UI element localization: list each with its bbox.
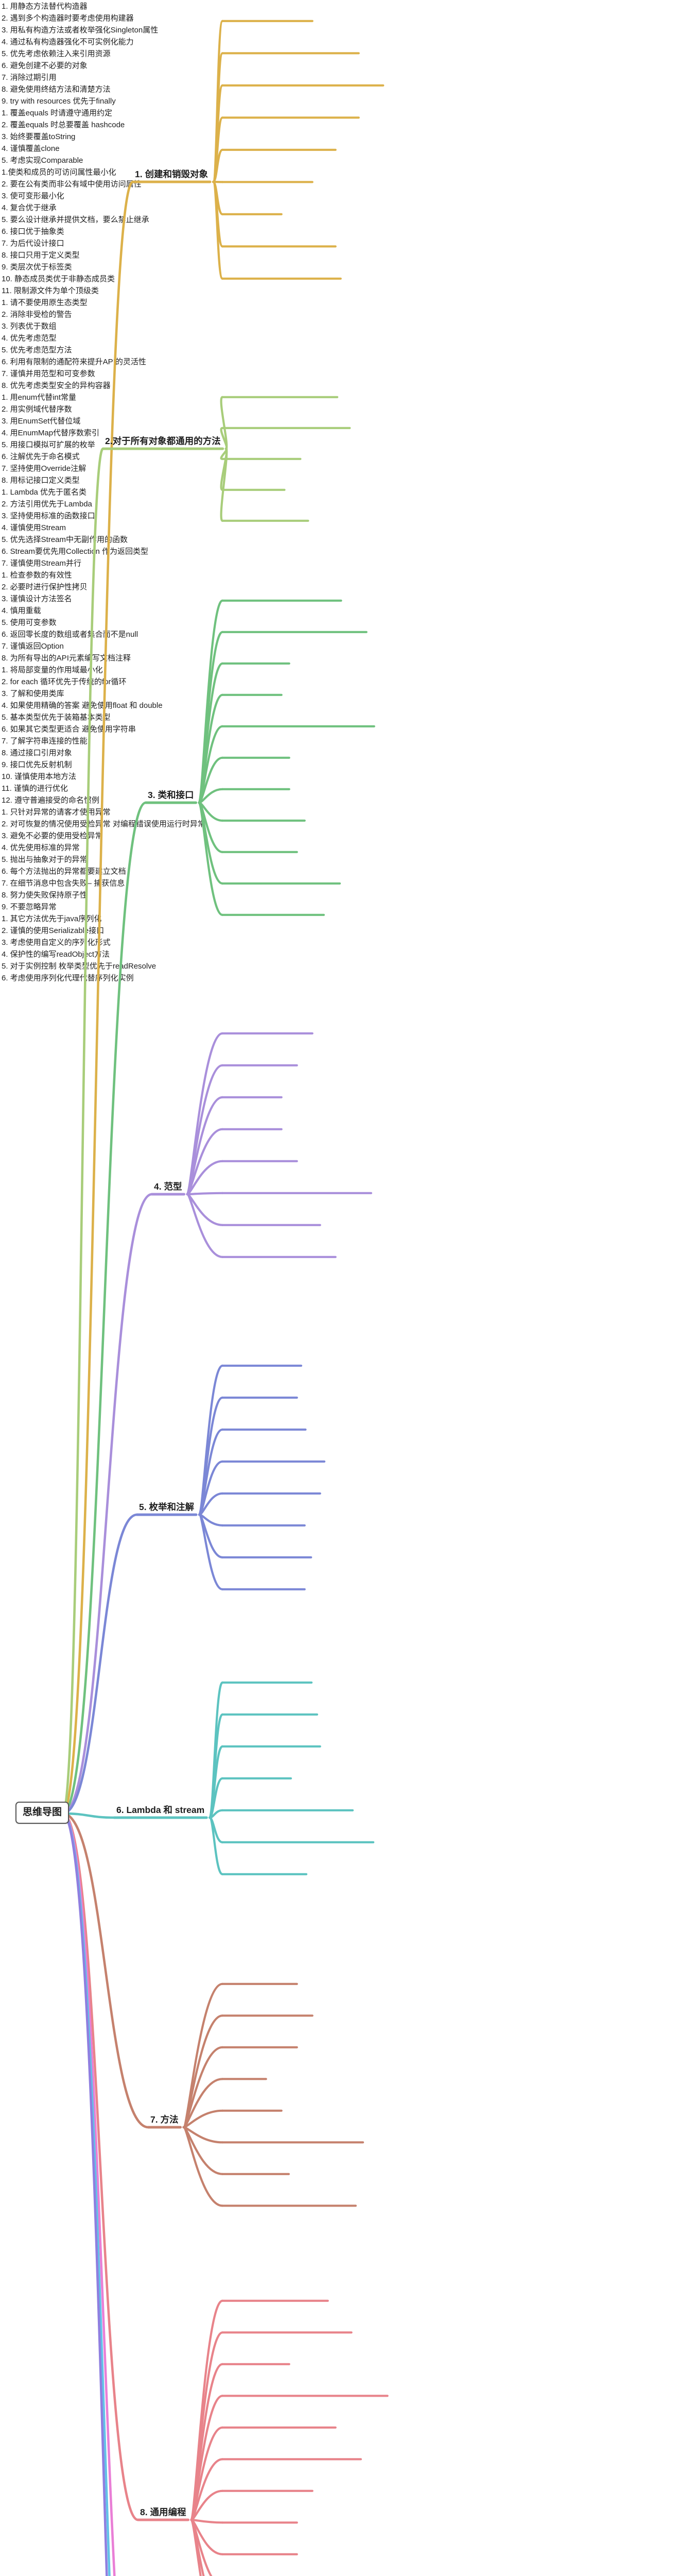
mindmap-leaf-enums-annotations-2[interactable]: 2. 用实例域代替序数	[2, 405, 72, 414]
mindmap-leaf-methods-5[interactable]: 5. 使用可变参数	[2, 618, 57, 627]
mindmap-branch-methods[interactable]: 7. 方法	[150, 2114, 179, 2125]
mindmap-leaf-exceptions-4[interactable]: 4. 优先使用标准的异常	[2, 843, 80, 852]
mindmap-nodes: 思维导图 1. 用静态方法替代构造器 2. 遇到多个构造器时要考虑使用构建器 3. 用…	[0, 0, 694, 2517]
mindmap-leaf-methods-3[interactable]: 3. 谨慎设计方法签名	[2, 595, 72, 603]
mindmap-leaf-common-methods-1[interactable]: 1. 覆盖equals 时请遵守通用约定	[2, 109, 113, 117]
mindmap-leaf-generics-2[interactable]: 2. 消除非受检的警告	[2, 310, 72, 319]
mindmap-leaf-classes-interfaces-3[interactable]: 3. 使可变形最小化	[2, 192, 64, 200]
mindmap-branch-common-methods[interactable]: 2.对于所有对象都通用的方法	[105, 436, 221, 446]
mindmap-branch-general-programming[interactable]: 8. 通用编程	[140, 2507, 186, 2517]
root-node[interactable]: 思维导图	[15, 1802, 70, 1824]
mindmap-branch-create-destroy[interactable]: 1. 创建和销毁对象	[135, 169, 208, 179]
mindmap-leaf-serialization-4[interactable]: 4. 保护性的编写readObject方法	[2, 950, 110, 959]
mindmap-leaf-lambda-stream-2[interactable]: 2. 方法引用优先于Lambda	[2, 500, 92, 509]
mindmap-leaf-generics-5[interactable]: 5. 优先考虑范型方法	[2, 346, 72, 354]
mindmap-leaf-methods-6[interactable]: 6. 返回零长度的数组或者集合而不是null	[2, 630, 138, 639]
mindmap-leaf-lambda-stream-5[interactable]: 5. 优先选择Stream中无副作用的函数	[2, 535, 128, 544]
mindmap-leaf-exceptions-7[interactable]: 7. 在细节消息中包含失败– 捕获信息	[2, 879, 125, 888]
mindmap-leaf-classes-interfaces-5[interactable]: 5. 要么设计继承并提供文档，要么禁止继承	[2, 215, 149, 224]
mindmap-leaf-classes-interfaces-11[interactable]: 11. 限制源文件为单个顶级类	[2, 286, 99, 295]
mindmap-leaf-generics-7[interactable]: 7. 谨慎并用范型和可变参数	[2, 369, 95, 378]
mindmap-leaf-general-programming-8[interactable]: 8. 通过接口引用对象	[2, 749, 72, 757]
mindmap-leaf-general-programming-9[interactable]: 9. 接口优先反射机制	[2, 760, 72, 769]
mindmap-leaf-enums-annotations-3[interactable]: 3. 用EnumSet代替位域	[2, 417, 81, 426]
mindmap-leaf-enums-annotations-1[interactable]: 1. 用enum代替int常量	[2, 393, 77, 402]
mindmap-leaf-methods-7[interactable]: 7. 谨慎返回Option	[2, 642, 64, 651]
mindmap-leaf-common-methods-3[interactable]: 3. 始终要覆盖toString	[2, 132, 76, 141]
mindmap-leaf-general-programming-4[interactable]: 4. 如果使用精确的答案 避免使用float 和 double	[2, 701, 163, 710]
mindmap-branch-lambda-stream[interactable]: 6. Lambda 和 stream	[116, 1805, 205, 1815]
mindmap-leaf-create-destroy-4[interactable]: 4. 通过私有构造器强化不可实例化能力	[2, 38, 134, 46]
mindmap-leaf-exceptions-9[interactable]: 9. 不要忽略异常	[2, 903, 57, 911]
mindmap-branch-enums-annotations[interactable]: 5. 枚举和注解	[139, 1502, 194, 1512]
mindmap-leaf-generics-8[interactable]: 8. 优先考虑类型安全的异构容器	[2, 381, 111, 390]
mindmap-leaf-enums-annotations-8[interactable]: 8. 用标记接口定义类型	[2, 476, 80, 485]
mindmap-leaf-general-programming-5[interactable]: 5. 基本类型优先于装箱基本类型	[2, 713, 111, 722]
mindmap-branch-generics[interactable]: 4. 范型	[154, 1181, 182, 1192]
mindmap-leaf-generics-3[interactable]: 3. 列表优于数组	[2, 322, 57, 331]
mindmap-leaf-methods-2[interactable]: 2. 必要时进行保护性拷贝	[2, 583, 88, 591]
mindmap-leaf-classes-interfaces-9[interactable]: 9. 类层次优于标签类	[2, 263, 72, 272]
mindmap-leaf-exceptions-3[interactable]: 3. 避免不必要的使用受检异常	[2, 832, 103, 840]
mindmap-leaf-common-methods-4[interactable]: 4. 谨慎覆盖clone	[2, 144, 60, 153]
mindmap-leaf-create-destroy-8[interactable]: 8. 避免使用终结方法和清楚方法	[2, 85, 111, 94]
mindmap-leaf-serialization-1[interactable]: 1. 其它方法优先于java序列化	[2, 914, 102, 923]
mindmap-leaf-create-destroy-9[interactable]: 9. try with resources 优先于finally	[2, 97, 116, 106]
mindmap-leaf-exceptions-8[interactable]: 8. 努力使失败保持原子性	[2, 891, 88, 900]
mindmap-leaf-lambda-stream-4[interactable]: 4. 谨慎使用Stream	[2, 523, 66, 532]
mindmap-leaf-classes-interfaces-10[interactable]: 10. 静态成员类优于非静态成员类	[2, 275, 115, 283]
mindmap-leaf-classes-interfaces-7[interactable]: 7. 为后代设计接口	[2, 239, 64, 248]
mindmap-leaf-create-destroy-1[interactable]: 1. 用静态方法替代构造器	[2, 2, 88, 11]
mindmap-leaf-classes-interfaces-2[interactable]: 2. 要在公有类而非公有域中使用访问属性	[2, 180, 142, 189]
mindmap-leaf-methods-8[interactable]: 8. 为所有导出的API元素编写文档注释	[2, 654, 131, 663]
mindmap-leaf-generics-4[interactable]: 4. 优先考虑范型	[2, 334, 57, 343]
mindmap-leaf-lambda-stream-1[interactable]: 1. Lambda 优先于匿名类	[2, 488, 87, 497]
mindmap-leaf-classes-interfaces-8[interactable]: 8. 接口只用于定义类型	[2, 251, 80, 260]
mindmap-leaf-enums-annotations-6[interactable]: 6. 注解优先于命名模式	[2, 452, 80, 461]
mindmap-branch-classes-interfaces[interactable]: 3. 类和接口	[148, 790, 194, 800]
mindmap-leaf-general-programming-12[interactable]: 12. 遵守普遍接受的命名惯例	[2, 796, 100, 805]
mindmap-leaf-create-destroy-3[interactable]: 3. 用私有构造方法或者枚举强化Singleton属性	[2, 26, 159, 35]
mindmap-leaf-serialization-2[interactable]: 2. 谨慎的使用Serializable接口	[2, 926, 105, 935]
mindmap-leaf-exceptions-1[interactable]: 1. 只针对异常的请客才使用异常	[2, 808, 111, 817]
mindmap-leaf-create-destroy-5[interactable]: 5. 优先考虑依赖注入来引用资源	[2, 49, 111, 58]
mindmap-leaf-general-programming-2[interactable]: 2. for each 循环优先于传统的for循环	[2, 677, 127, 686]
mindmap-leaf-create-destroy-7[interactable]: 7. 消除过期引用	[2, 73, 57, 82]
mindmap-leaf-common-methods-5[interactable]: 5. 考虑实现Comparable	[2, 156, 83, 165]
mindmap-leaf-classes-interfaces-4[interactable]: 4. 复合优于继承	[2, 204, 57, 212]
mindmap-leaf-serialization-3[interactable]: 3. 考虑使用自定义的序列化形式	[2, 938, 111, 947]
mindmap-leaf-lambda-stream-3[interactable]: 3. 坚持使用标准的函数接口	[2, 512, 95, 520]
mindmap-leaf-classes-interfaces-1[interactable]: 1.使类和成员的可访问属性最小化	[2, 168, 116, 177]
mindmap-leaf-serialization-5[interactable]: 5. 对于实例控制 枚举类型优先于readResolve	[2, 962, 157, 971]
mindmap-leaf-general-programming-11[interactable]: 11. 谨慎的进行优化	[2, 784, 68, 793]
mindmap-leaf-general-programming-3[interactable]: 3. 了解和使用类库	[2, 689, 64, 698]
mindmap-leaf-lambda-stream-7[interactable]: 7. 谨慎使用Stream并行	[2, 559, 82, 568]
mindmap-leaf-common-methods-2[interactable]: 2. 覆盖equals 时总要覆盖 hashcode	[2, 121, 125, 129]
mindmap-leaf-general-programming-1[interactable]: 1. 将局部变量的作用域最小化	[2, 666, 103, 674]
mindmap-leaf-generics-6[interactable]: 6. 利用有限制的通配符来提升API的灵活性	[2, 358, 146, 366]
mindmap-leaf-create-destroy-2[interactable]: 2. 遇到多个构造器时要考虑使用构建器	[2, 14, 134, 23]
mindmap-leaf-exceptions-6[interactable]: 6. 每个方法抛出的异常都要建立文档	[2, 867, 126, 876]
mindmap-leaf-exceptions-5[interactable]: 5. 抛出与抽象对于的异常	[2, 855, 88, 864]
mindmap-leaf-general-programming-6[interactable]: 6. 如果其它类型更适合 避免使用字符串	[2, 725, 136, 734]
mindmap-leaf-general-programming-7[interactable]: 7. 了解字符串连接的性能	[2, 737, 88, 745]
mindmap-leaf-exceptions-2[interactable]: 2. 对可恢复的情况使用受检异常 对编程错误使用运行时异常	[2, 820, 205, 828]
mindmap-leaf-methods-1[interactable]: 1. 检查参数的有效性	[2, 571, 72, 580]
mindmap-leaf-methods-4[interactable]: 4. 慎用重载	[2, 606, 41, 615]
mindmap-leaf-classes-interfaces-6[interactable]: 6. 接口优于抽象类	[2, 227, 64, 236]
mindmap-leaf-create-destroy-6[interactable]: 6. 避免创建不必要的对象	[2, 61, 88, 70]
mindmap-leaf-enums-annotations-7[interactable]: 7. 坚持使用Override注解	[2, 464, 86, 473]
mindmap-leaf-general-programming-10[interactable]: 10. 谨慎使用本地方法	[2, 772, 77, 781]
mindmap-leaf-lambda-stream-6[interactable]: 6. Stream要优先用Collection 作为返回类型	[2, 547, 149, 556]
mindmap-leaf-serialization-6[interactable]: 6. 考虑使用序列化代理代替序列化实例	[2, 974, 134, 982]
mindmap-leaf-generics-1[interactable]: 1. 请不要使用原生态类型	[2, 298, 88, 307]
